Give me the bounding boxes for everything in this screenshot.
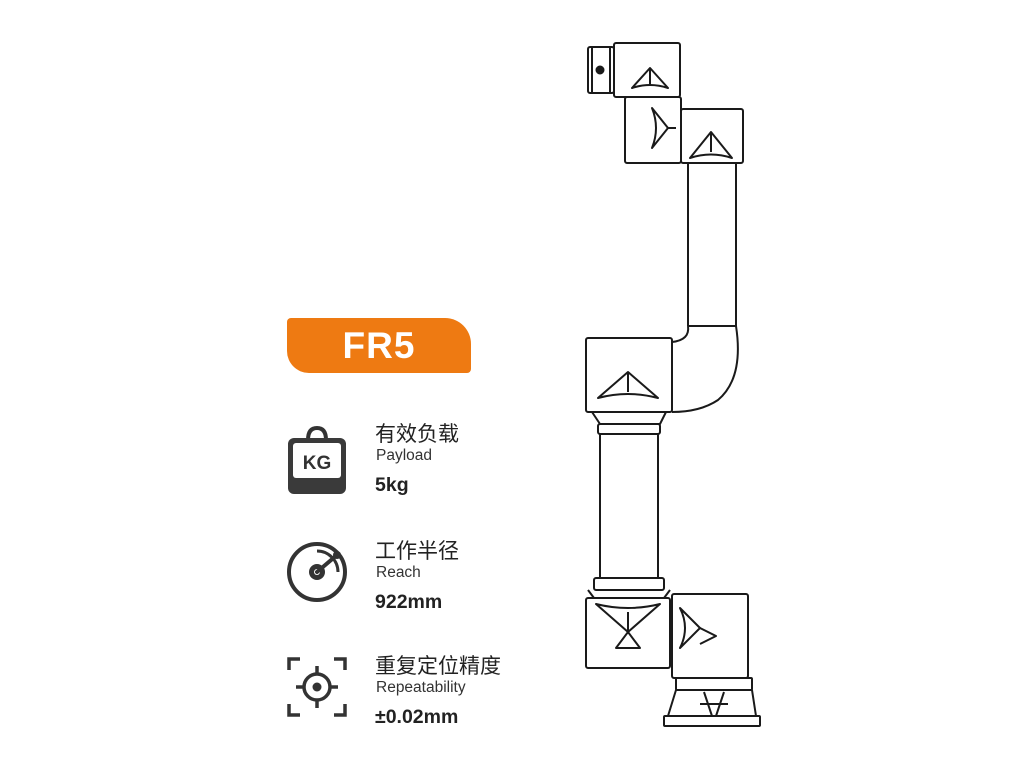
robot-base-mount — [663, 689, 761, 727]
spec-reach: 工作半径 Reach 922mm — [286, 539, 546, 641]
spec-value: 922mm — [375, 591, 443, 613]
robot-upper-arm — [587, 423, 671, 599]
robot-elbow — [585, 337, 673, 425]
spec-label-cn: 有效负载 — [375, 422, 459, 446]
spec-value: 5kg — [375, 474, 409, 496]
robot-wrist-1 — [680, 108, 744, 164]
spec-label-en: Payload — [376, 447, 433, 464]
spec-label-cn: 工作半径 — [375, 539, 459, 563]
spec-repeatability: 重复定位精度 Repeatability ±0.02mm — [286, 654, 546, 756]
robot-base-joint — [671, 593, 753, 691]
model-name: FR5 — [342, 324, 416, 366]
spec-value: ±0.02mm — [375, 706, 459, 728]
robot-forearm — [671, 163, 739, 413]
robot-wrist-2 — [624, 96, 682, 164]
spec-payload: KG 有效负载 Payload 5kg — [286, 422, 546, 524]
spec-label-en: Repeatability — [376, 679, 466, 696]
robot-tool-flange — [587, 42, 681, 98]
model-badge: FR5 — [287, 318, 471, 373]
crosshair-target-icon — [287, 657, 347, 717]
spec-label-cn: 重复定位精度 — [375, 654, 501, 678]
reach-dial-icon — [287, 542, 347, 602]
kg-weight-icon: KG — [288, 425, 346, 494]
kg-icon-label: KG — [303, 453, 332, 474]
robot-shoulder — [585, 597, 671, 669]
spec-label-en: Reach — [376, 564, 421, 581]
